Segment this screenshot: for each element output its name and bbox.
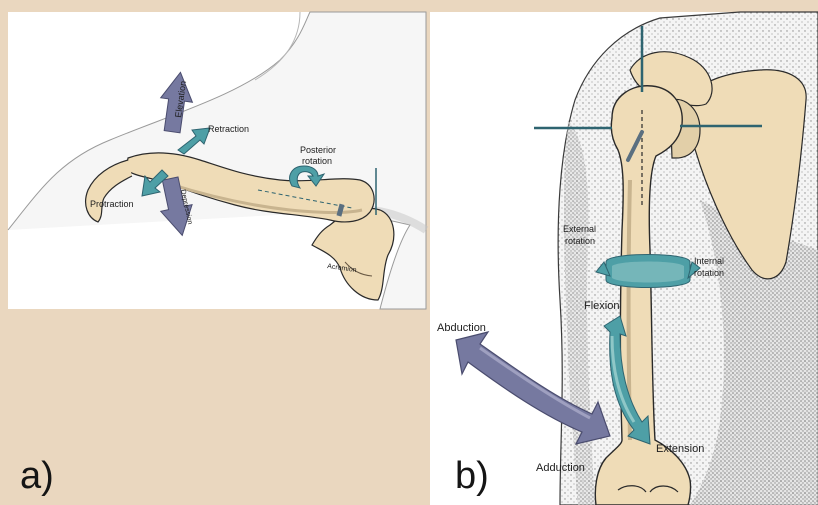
posterior-rotation-label-line2: rotation — [302, 156, 332, 166]
panel-a-letter: a) — [20, 455, 54, 497]
extension-label: Extension — [656, 443, 704, 455]
internal-rotation-label-line1: Internal — [694, 256, 724, 266]
internal-rotation-label-line2: rotation — [694, 268, 724, 278]
protraction-label: Protraction — [90, 199, 134, 209]
external-rotation-label-line2: rotation — [565, 236, 595, 246]
posterior-rotation-label-line1: Posterior — [300, 145, 336, 155]
panel-b-letter: b) — [455, 455, 489, 497]
adduction-label: Adduction — [536, 462, 585, 474]
flexion-label: Flexion — [584, 300, 619, 312]
panel-b: Abduction Adduction Flexion Extension Ex… — [430, 12, 818, 505]
rotation-ring-arrow — [596, 255, 700, 288]
retraction-label: Retraction — [208, 124, 249, 134]
abduction-label: Abduction — [437, 322, 486, 334]
external-rotation-label-line1: External — [563, 224, 596, 234]
